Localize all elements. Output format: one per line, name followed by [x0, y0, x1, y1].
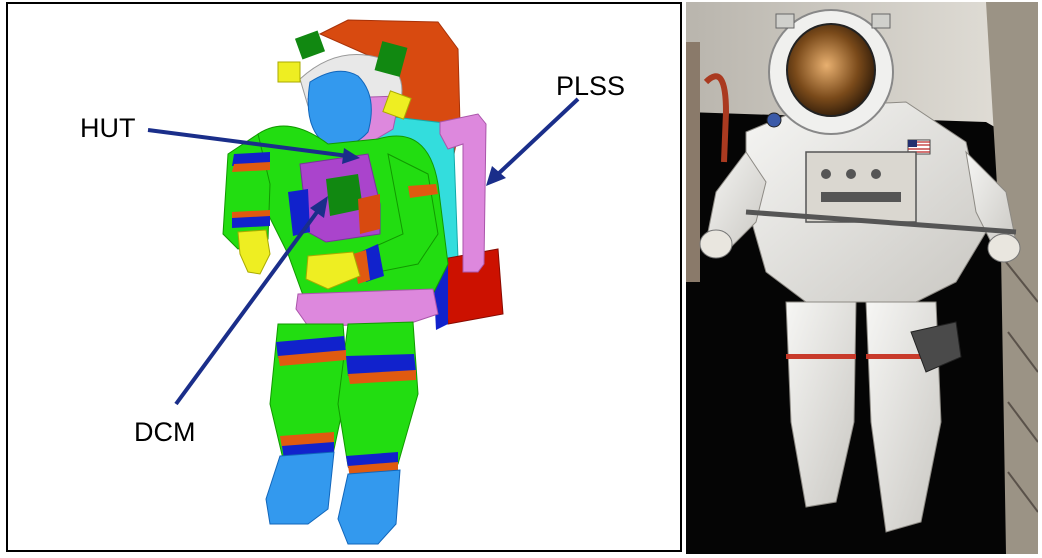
helmet-light-yellow-left: [278, 62, 300, 82]
suit-right-leg: [338, 322, 418, 466]
right-glove: [988, 234, 1020, 262]
astronaut-photo-illustration: [686, 2, 1038, 554]
helmet-visor: [308, 71, 371, 146]
helmet-visor: [787, 24, 875, 116]
hatch-frame: [686, 42, 700, 282]
waist-belt: [296, 289, 438, 326]
hut-label: HUT: [80, 113, 136, 144]
helmet-lamp-left: [776, 14, 794, 28]
plss-label: PLSS: [556, 71, 625, 102]
helmet-light-green-left: [295, 31, 325, 60]
left-wrist-ring-blue: [232, 216, 270, 228]
left-boot: [266, 452, 334, 524]
dcm-green-box: [326, 174, 363, 216]
plss-arrow: [486, 99, 578, 186]
dcm-orange-box: [358, 194, 380, 234]
dcm-label: DCM: [134, 417, 196, 448]
astronaut-photo: [686, 2, 1038, 554]
left-leg-stripe: [786, 354, 856, 359]
helmet-lamp-right: [872, 14, 890, 28]
dcm-chest-unit: [806, 152, 916, 222]
cad-model-panel: HUT PLSS DCM: [6, 2, 682, 552]
left-glove: [238, 230, 270, 274]
mission-patch: [767, 113, 781, 127]
right-boot: [338, 470, 400, 544]
left-glove: [700, 230, 732, 258]
